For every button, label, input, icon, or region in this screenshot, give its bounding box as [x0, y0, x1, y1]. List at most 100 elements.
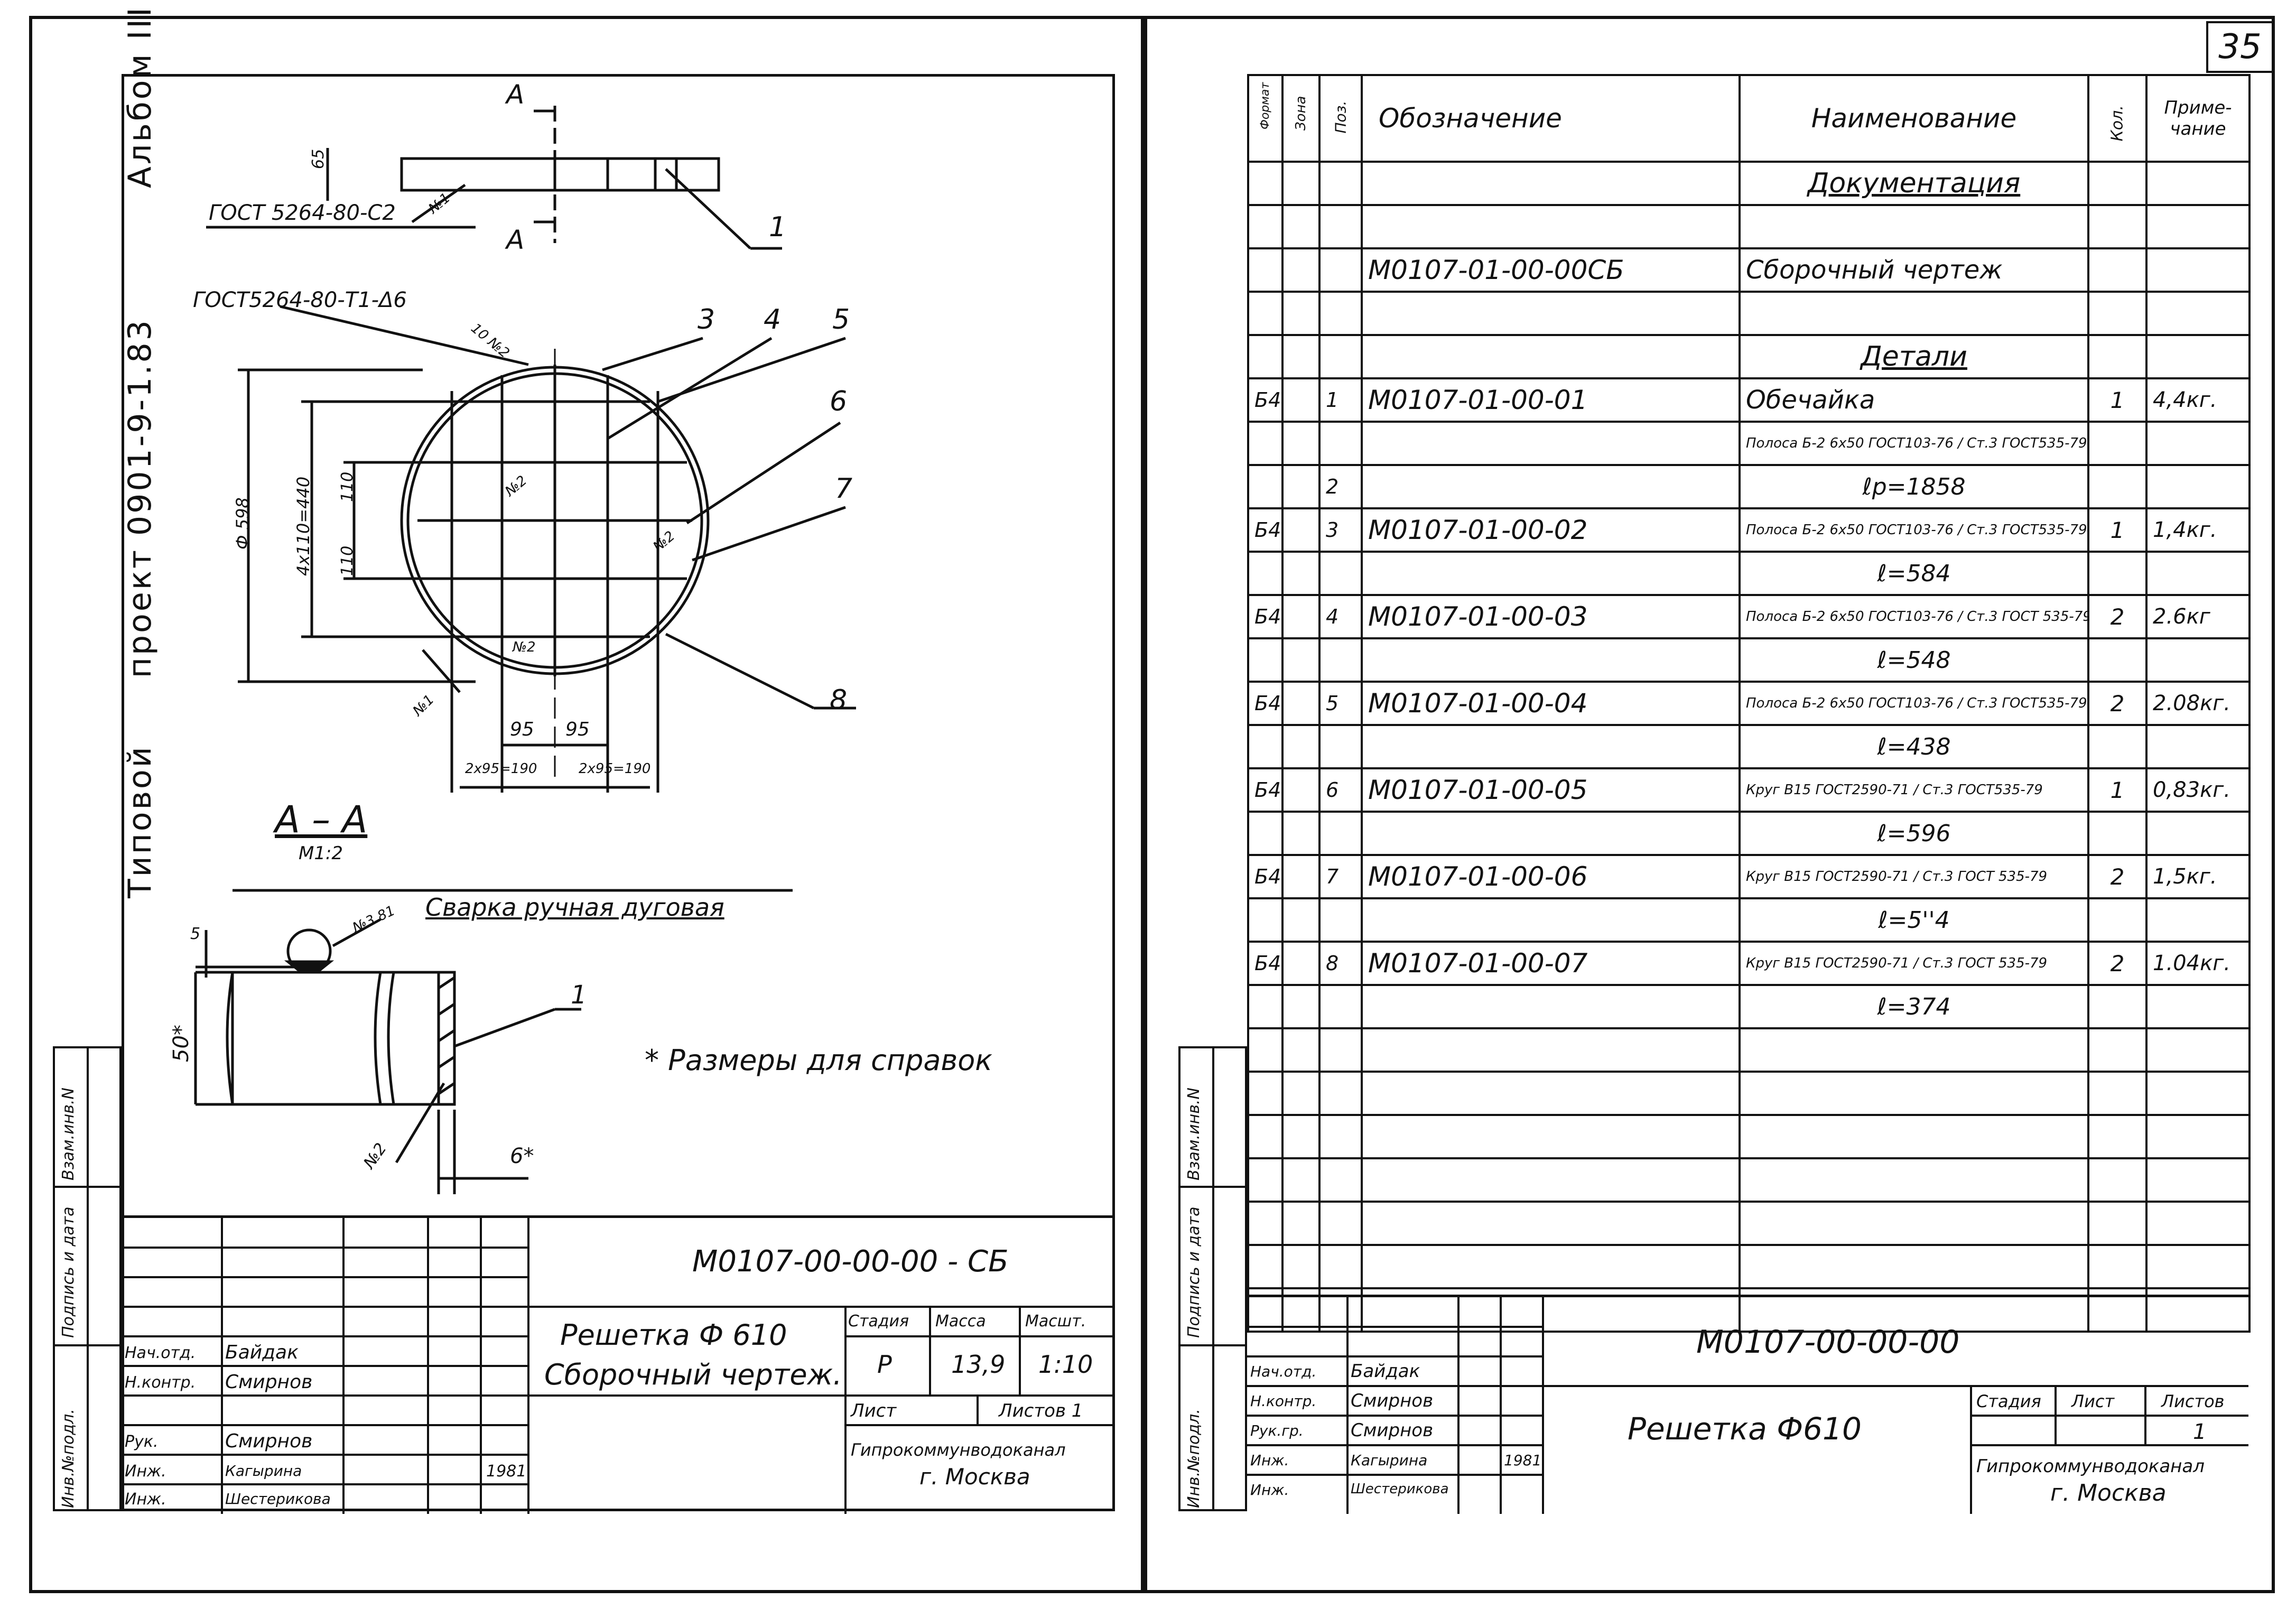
left-doc-name-1: Решетка Ф 610 — [560, 1318, 787, 1352]
table-cell-fmt — [1247, 1157, 1284, 1203]
right-name-3: Кагырина — [1351, 1452, 1428, 1469]
table-cell-qty: 2 — [2087, 681, 2148, 726]
note: * Размеры для справок — [645, 1044, 992, 1077]
table-cell-pos: 2 — [1318, 464, 1363, 509]
table-cell-code: М0107-01-00-07 — [1361, 941, 1741, 986]
table-cell-zone — [1281, 551, 1321, 596]
table-cell-fmt: Б4 — [1247, 377, 1284, 423]
hdr-zone: Зона — [1281, 74, 1321, 163]
table-cell-note — [2145, 1157, 2251, 1203]
hdr-format: Формат — [1247, 74, 1284, 163]
table-cell-fmt: Б4 — [1247, 594, 1284, 639]
table-cell-pos — [1318, 334, 1363, 379]
right-sheets-value: 1 — [2193, 1420, 2207, 1444]
table-cell-name: ℓ=596 — [1739, 811, 2089, 856]
right-role-3: Инж. — [1250, 1452, 1289, 1469]
table-cell-qty — [2087, 247, 2148, 293]
table-row — [1247, 1071, 2251, 1116]
table-cell-fmt — [1247, 551, 1284, 596]
table-cell-pos — [1318, 811, 1363, 856]
table-cell-note — [2145, 724, 2251, 769]
table-cell-zone — [1281, 464, 1321, 509]
table-cell-zone — [1281, 1071, 1321, 1116]
left-year: 1981 — [486, 1462, 527, 1481]
table-cell-zone — [1281, 637, 1321, 683]
table-cell-note — [2145, 1201, 2251, 1246]
table-cell-name: Круг В15 ГОСТ2590-71 / Ст.3 ГОСТ 535-79 — [1739, 854, 2089, 899]
table-cell-note: 1,4кг. — [2145, 507, 2251, 553]
dim-95a: 95 — [510, 719, 534, 740]
left-name-3: Кагырина — [225, 1462, 302, 1480]
table-cell-note — [2145, 204, 2251, 249]
right-name-0: Байдак — [1351, 1361, 1420, 1382]
table-cell-zone — [1281, 984, 1321, 1029]
table-cell-qty — [2087, 464, 2148, 509]
table-cell-zone — [1281, 1201, 1321, 1246]
right-side-label-replace: Взам.инв.N — [1185, 1087, 1203, 1180]
table-cell-qty — [2087, 1114, 2148, 1159]
table-cell-note — [2145, 161, 2251, 206]
table-cell-fmt — [1247, 1201, 1284, 1246]
dim-5: 5 — [190, 925, 201, 943]
table-cell-pos — [1318, 984, 1363, 1029]
table-cell-code — [1361, 1244, 1741, 1289]
table-cell-note — [2145, 637, 2251, 683]
dim-6: 6* — [510, 1144, 534, 1168]
table-cell-pos — [1318, 1114, 1363, 1159]
table-cell-name: Сборочный чертеж — [1739, 247, 2089, 293]
table-cell-zone — [1281, 594, 1321, 639]
table-cell-name — [1739, 1027, 2089, 1073]
table-cell-name: ℓ=584 — [1739, 551, 2089, 596]
table-cell-code — [1361, 1157, 1741, 1203]
table-cell-zone — [1281, 941, 1321, 986]
table-cell-code — [1361, 421, 1741, 466]
table-cell-note: 4,4кг. — [2145, 377, 2251, 423]
table-cell-fmt — [1247, 984, 1284, 1029]
table-cell-fmt — [1247, 464, 1284, 509]
table-cell-name: Круг В15 ГОСТ2590-71 / Ст.3 ГОСТ535-79 — [1739, 767, 2089, 813]
left-val-scale: 1:10 — [1038, 1350, 1093, 1379]
table-cell-code — [1361, 464, 1741, 509]
table-row — [1247, 204, 2251, 249]
table-cell-note — [2145, 421, 2251, 466]
table-cell-fmt — [1247, 811, 1284, 856]
table-cell-note — [2145, 1071, 2251, 1116]
table-cell-pos — [1318, 897, 1363, 943]
table-cell-pos — [1318, 247, 1363, 293]
table-cell-qty — [2087, 637, 2148, 683]
spec-header-row: Формат Зона Поз. Обозначение Наименовани… — [1247, 74, 2251, 163]
table-cell-fmt: Б4 — [1247, 941, 1284, 986]
table-cell-pos — [1318, 724, 1363, 769]
hdr-name: Наименование — [1739, 74, 2089, 163]
callout-6: 6 — [830, 386, 848, 417]
side-label-sign: Подпись и дата — [59, 1206, 78, 1338]
table-cell-note — [2145, 1114, 2251, 1159]
dim-diameter: Ф 598 — [233, 497, 253, 550]
right-org-1: Гипрокоммунводоканал — [1976, 1456, 2205, 1477]
table-cell-code — [1361, 1114, 1741, 1159]
table-cell-name — [1739, 291, 2089, 336]
table-cell-qty — [2087, 204, 2148, 249]
table-cell-zone — [1281, 1157, 1321, 1203]
table-cell-pos — [1318, 161, 1363, 206]
table-cell-note — [2145, 334, 2251, 379]
table-cell-zone — [1281, 811, 1321, 856]
table-cell-name: Круг В15 ГОСТ2590-71 / Ст.3 ГОСТ 535-79 — [1739, 941, 2089, 986]
right-role-1: Н.контр. — [1250, 1392, 1317, 1410]
side-label-inv: Инв.№подл. — [59, 1409, 78, 1508]
dim-95b: 95 — [565, 719, 590, 740]
table-cell-note — [2145, 464, 2251, 509]
dim-65: 65 — [309, 148, 328, 169]
table-cell-pos: 8 — [1318, 941, 1363, 986]
table-cell-qty — [2087, 984, 2148, 1029]
right-name-1: Смирнов — [1351, 1390, 1434, 1411]
table-cell-code: М0107-01-00-04 — [1361, 681, 1741, 726]
table-cell-code — [1361, 334, 1741, 379]
left-name-2: Смирнов — [225, 1430, 313, 1452]
table-cell-note — [2145, 247, 2251, 293]
table-cell-fmt — [1247, 291, 1284, 336]
